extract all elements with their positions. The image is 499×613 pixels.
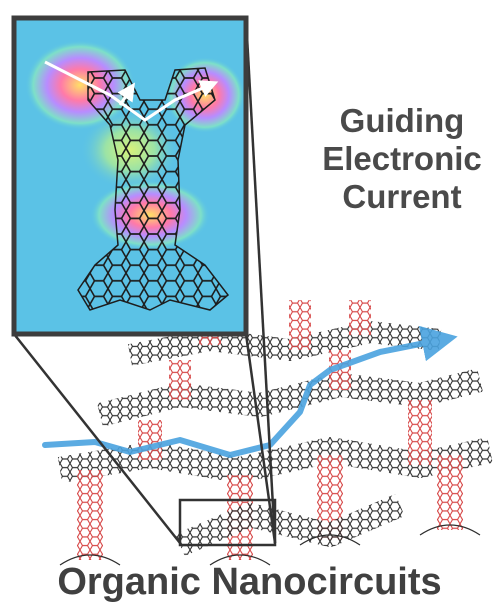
tube-bases (59, 524, 481, 566)
electron-path-arrow (44, 60, 219, 122)
molecule-junction (77, 67, 230, 311)
caption-line: Guiding (339, 102, 465, 139)
caption-line: Current (342, 178, 462, 215)
tube-base (419, 524, 481, 536)
caption-guiding-current: Guiding Electronic Current (302, 102, 499, 216)
nanotube-lattice (57, 300, 493, 566)
zoom-target-box (178, 498, 277, 547)
inset-panel (11, 15, 249, 337)
lattice-tube (175, 493, 405, 557)
tube-base (59, 554, 121, 566)
tube-base (299, 534, 361, 546)
caption-line: Electronic (322, 140, 482, 177)
tube-base (209, 554, 271, 566)
lattice-tube (97, 368, 483, 427)
inset-frame (11, 15, 249, 337)
electron-path-arrow (117, 82, 135, 106)
zoom-connector-lines (13, 17, 277, 547)
bottom-title: Organic Nanocircuits (57, 561, 442, 603)
